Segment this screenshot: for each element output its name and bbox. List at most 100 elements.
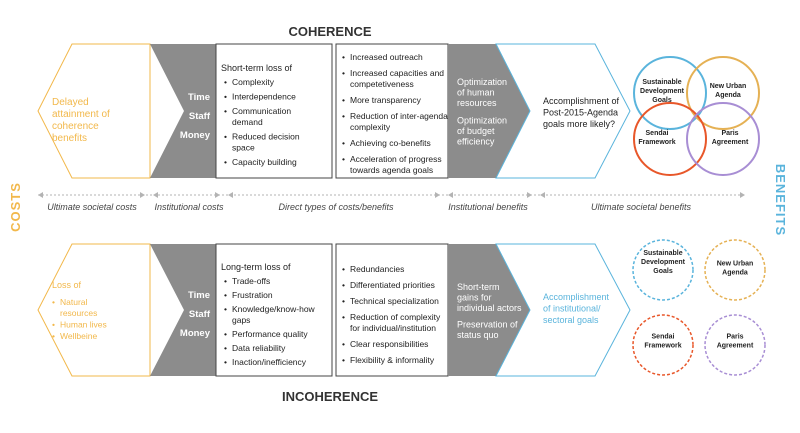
paris-circle-separate <box>704 314 766 376</box>
venn-label-paris: Paris <box>721 130 738 137</box>
coherence-resource-chevron <box>150 44 216 178</box>
sdg-circle-separate <box>632 239 694 301</box>
incoherence-outcome-line: sectoral goals <box>543 315 599 325</box>
incoherence-benefit-item: for individual/institution <box>350 323 436 333</box>
coherence-resource-label: Time <box>188 92 210 103</box>
coherence-benefit-box <box>335 43 449 179</box>
incoherence-heading: INCOHERENCE <box>282 389 378 404</box>
incoherence-institutional-line: Preservation of <box>457 320 518 330</box>
incoherence-benefit-item-bullet: • <box>342 312 345 322</box>
coherence-loss-item-bullet: • <box>224 106 227 116</box>
coherence-loss-item-bullet: • <box>224 157 227 167</box>
urban-agenda-circle <box>686 56 760 130</box>
venn-label-urban: New Urban <box>710 83 747 90</box>
coherence-benefit-item: Acceleration of progress <box>350 154 442 164</box>
axis-ultimate-costs: Ultimate societal costs <box>47 202 137 212</box>
incoherence-resource-label: Money <box>180 328 211 339</box>
separate-label-sdg: Development <box>641 259 686 266</box>
sdg-circle <box>633 56 707 130</box>
coherence-resource-label: Money <box>180 130 211 141</box>
coherence-benefit-item-bullet: • <box>342 52 345 62</box>
incoherence-benefit-box <box>335 243 449 377</box>
incoherence-benefit-item-bullet: • <box>342 264 345 274</box>
incoherence-resource-label: Staff <box>189 309 211 320</box>
incoherence-institutional-line: status quo <box>457 330 499 340</box>
incoherence-loss-item-bullet: • <box>224 276 227 286</box>
urban-agenda-circle-separate <box>704 239 766 301</box>
incoherence-loss-item-bullet: • <box>224 329 227 339</box>
coherence-loss-title: Short-term loss of <box>221 63 293 73</box>
coherence-institutional-line: of budget <box>457 126 495 136</box>
coherence-benefit-item-bullet: • <box>342 138 345 148</box>
venn-label-sdg: Sustainable <box>642 79 681 86</box>
coherence-loss-item: Complexity <box>232 77 275 87</box>
coherence-institutional-chevron <box>448 44 530 178</box>
coherence-loss-item-bullet: • <box>224 92 227 102</box>
coherence-loss-item-bullet: • <box>224 132 227 142</box>
coherence-cost-line: attainment of <box>52 109 110 120</box>
incoherence-loss-item-bullet: • <box>224 343 227 353</box>
incoherence-cost-item: resources <box>60 308 97 318</box>
incoherence-cost-bullet: • <box>52 331 55 341</box>
incoherence-loss-title: Long-term loss of <box>221 262 291 272</box>
coherence-loss-item: Capacity building <box>232 157 297 167</box>
coherence-heading: COHERENCE <box>288 24 371 39</box>
incoherence-benefit-list: •Redundancies•Differentiated priorities•… <box>342 264 441 365</box>
incoherence-loss-item: Performance quality <box>232 329 308 339</box>
coherence-outcome-line: Post-2015-Agenda <box>543 108 618 118</box>
sendai-circle <box>633 102 707 176</box>
incoherence-cost-item: Natural <box>60 297 88 307</box>
incoherence-cost-item: Wellbeine <box>60 331 97 341</box>
coherence-benefit-item: More transparency <box>350 95 422 105</box>
sendai-circle-separate <box>632 314 694 376</box>
separate-label-urban: Agenda <box>722 270 748 277</box>
coherence-institutional-line: of human <box>457 88 495 98</box>
separate-label-paris: Agreement <box>717 343 754 350</box>
separate-label-sendai: Framework <box>644 343 681 350</box>
incoherence-outcome-arrow <box>495 243 631 377</box>
incoherence-loss-item-bullet: • <box>224 304 227 314</box>
separate-label-sdg: Goals <box>653 268 673 275</box>
separate-label-sdg: Sustainable <box>643 250 682 257</box>
incoherence-cost-arrow <box>37 243 151 377</box>
coherence-outcome-line: Accomplishment of <box>543 96 620 106</box>
axis-institutional-costs: Institutional costs <box>154 202 224 212</box>
coherence-benefit-item: Reduction of inter-agenda <box>350 111 448 121</box>
incoherence-benefit-item: Reduction of complexity <box>350 312 441 322</box>
coherence-benefit-item-bullet: • <box>342 95 345 105</box>
axis-direct: Direct types of costs/benefits <box>278 202 394 212</box>
incoherence-loss-item: gaps <box>232 315 250 325</box>
venn-label-sdg: Development <box>640 88 685 95</box>
coherence-loss-item-bullet: • <box>224 77 227 87</box>
coherence-loss-item: demand <box>232 117 263 127</box>
incoherence-institutional-line: gains for <box>457 293 492 303</box>
separate-label-sendai: Sendai <box>652 334 675 341</box>
coherence-outcome-line: goals more likely? <box>543 119 615 129</box>
incoherence-institutional-line: Short-term <box>457 282 500 292</box>
incoherence-outcome-line: Accomplishment <box>543 292 610 302</box>
axis-ultimate-benefits: Ultimate societal benefits <box>591 202 692 212</box>
incoherence-benefit-item-bullet: • <box>342 355 345 365</box>
coherence-benefit-list: •Increased outreach•Increased capacities… <box>342 52 448 175</box>
incoherence-loss-item: Trade-offs <box>232 276 270 286</box>
incoherence-benefit-item: Flexibility & informality <box>350 355 435 365</box>
incoherence-resource-label: Time <box>188 290 210 301</box>
coherence-loss-item: Interdependence <box>232 92 296 102</box>
incoherence-loss-list: •Trade-offs•Frustration•Knowledge/know-h… <box>224 276 316 367</box>
incoherence-benefit-item: Technical specialization <box>350 296 439 306</box>
venn-label-urban: Agenda <box>715 92 741 99</box>
venn-label-sendai: Framework <box>638 139 675 146</box>
coherence-benefit-item-bullet: • <box>342 111 345 121</box>
incoherence-loss-item-bullet: • <box>224 290 227 300</box>
coherence-benefit-item: complexity <box>350 122 391 132</box>
incoherence-loss-box <box>215 243 333 377</box>
incoherence-institutional-chevron <box>448 244 530 376</box>
